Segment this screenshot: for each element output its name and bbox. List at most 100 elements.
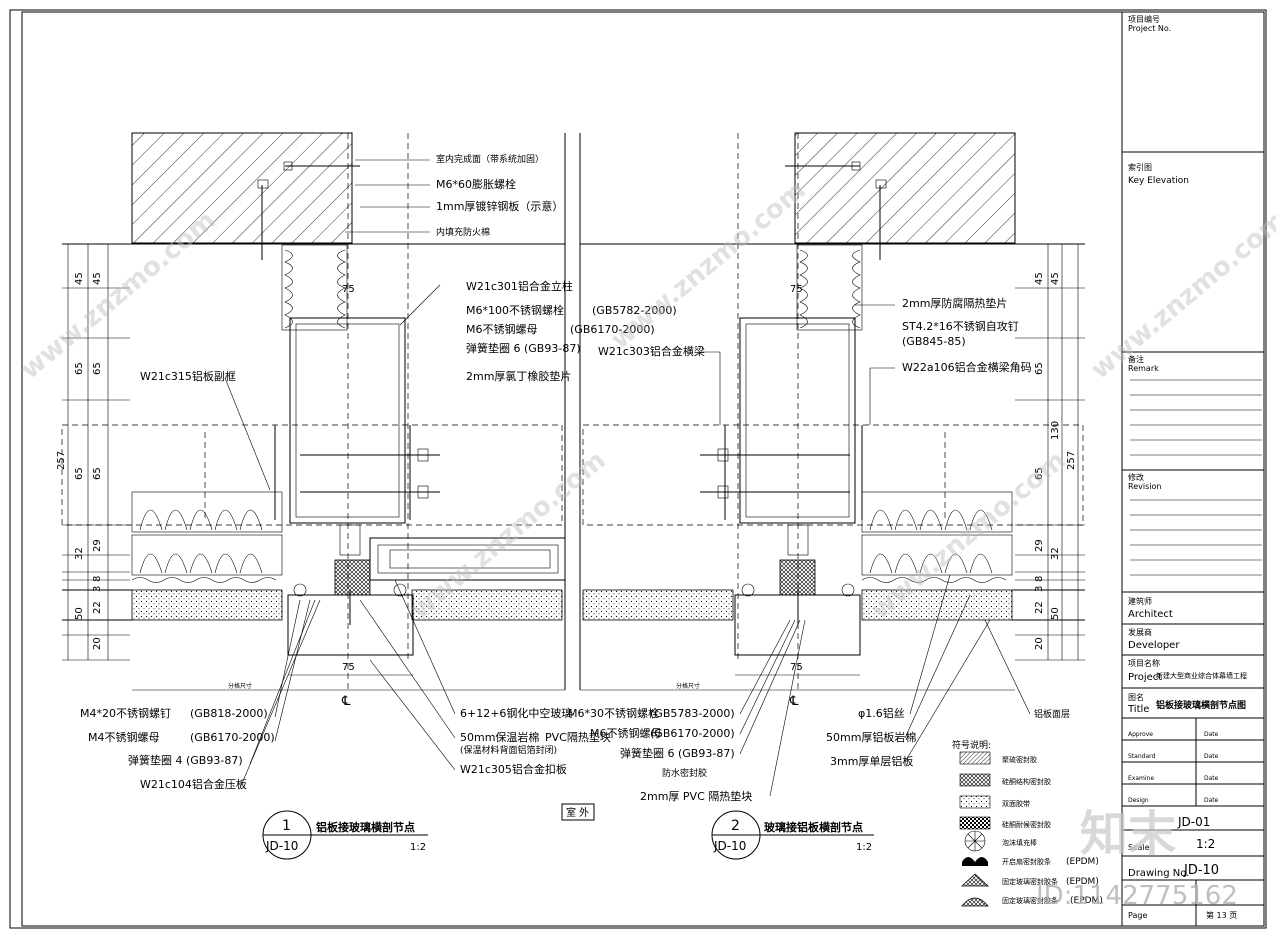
detail1-title: 铝板接玻璃横剖节点 — [316, 820, 415, 834]
labels-top-left: 室内完成面（带系统加固） M6*60膨胀螺栓 1mm厚镀锌钢板（示意） 内填充防… — [140, 153, 581, 491]
labels-bottom-right: M6*30不锈钢螺栓 (GB5783-2000) M6不锈钢螺母 (GB6170… — [568, 574, 1070, 803]
detail-2-drawing — [579, 132, 1085, 690]
dim-right-257: 257 — [1066, 451, 1077, 470]
detail-1-drawing — [61, 132, 566, 690]
title-block: 项目编号 Project No. 索引图 Key Elevation 备注 Re… — [1122, 14, 1264, 926]
legend-item-2: 硅酮结构密封胶 — [1002, 777, 1051, 786]
tb-page-label: Page — [1128, 911, 1147, 920]
modulus-left: 分格尺寸 — [228, 682, 252, 690]
tb-developer-cn: 发展商 — [1128, 627, 1152, 637]
detail2-title: 玻璃接铝板横剖节点 — [764, 820, 863, 834]
tb-date-1: Date — [1204, 731, 1219, 738]
dim-right-45b: 45 — [1050, 272, 1061, 285]
label-wire: φ1.6铝丝 — [858, 706, 905, 720]
label-m6-nut-right: M6不锈钢螺母 — [590, 727, 662, 740]
tb-date-4: Date — [1204, 797, 1219, 804]
label-50mm-wool: 50mm保温岩棉 — [460, 730, 539, 744]
tb-revision-cn: 修改 — [1128, 472, 1144, 482]
tb-drawing-label: JD-01 — [1177, 815, 1210, 829]
legend-heading: 符号说明: — [952, 739, 991, 751]
label-glass-unit: 6+12+6钢化中空玻璃 — [460, 706, 572, 720]
label-m6x100: M6*100不锈钢螺栓 — [466, 303, 564, 317]
gasket2-icon — [960, 873, 990, 887]
label-spring-washer-6b: 弹簧垫圈 6 (GB93-87) — [620, 746, 735, 760]
tb-project-no: Project No. — [1128, 24, 1171, 33]
concrete-wall-left — [131, 132, 353, 244]
id-watermark: ID:1142775162 — [1036, 881, 1238, 911]
label-fire-wool: 内填充防火棉 — [436, 226, 490, 238]
dim-left-257: 257 — [56, 451, 67, 470]
label-m6x60-bolt: M6*60膨胀螺栓 — [436, 177, 516, 191]
label-gb818: (GB818-2000) — [190, 707, 268, 720]
label-sealant: 防水密封胶 — [662, 767, 707, 779]
tb-design: Design — [1128, 797, 1149, 804]
tb-title-cn: 图名 — [1128, 692, 1144, 702]
hatch-dense-icon — [959, 751, 991, 765]
label-w22a106: W22a106铝合金横梁角码 — [902, 360, 1032, 374]
insulation-rolls-left — [131, 491, 283, 583]
tb-drawing-no-label: Drawing No. — [1128, 868, 1189, 879]
legend-item-5: 泡沫填充棒 — [1002, 838, 1037, 847]
dim-left-29: 29 — [92, 539, 103, 552]
detail1-ref: JD-10 — [265, 839, 298, 853]
tb-date-2: Date — [1204, 753, 1219, 760]
label-3mm-aluminum: 3mm厚单层铝板 — [830, 754, 913, 768]
tb-scale-value: 1:2 — [1196, 837, 1215, 851]
dim-left-45a: 45 — [74, 272, 85, 285]
tb-key-elev: Key Elevation — [1128, 176, 1189, 186]
tb-approve: Approve — [1128, 731, 1153, 738]
modulus-right: 分格尺寸 — [676, 682, 700, 690]
dim-left-20: 20 — [92, 637, 103, 650]
dim-left-65d: 65 — [92, 467, 103, 480]
watermark-1: www.znzmo.com — [15, 205, 221, 385]
label-w21c305: W21c305铝合金扣板 — [460, 762, 567, 776]
dim-right-45a: 45 — [1034, 272, 1045, 285]
legend-item-6-extra: (EPDM) — [1066, 857, 1099, 867]
panel-layer-left — [131, 589, 283, 621]
label-pvc-block: PVC隔热垫块 — [545, 730, 611, 744]
tb-project: Project — [1128, 672, 1162, 683]
watermark-5: www.znzmo.com — [1085, 205, 1276, 385]
legend-item-4: 硅酮耐候密封胶 — [1002, 820, 1051, 829]
tb-examine: Examine — [1128, 775, 1154, 782]
tb-page-value: 第 13 页 — [1206, 910, 1237, 920]
label-m4-nut: M4不锈钢螺母 — [88, 731, 160, 744]
tb-architect-cn: 建筑师 — [1128, 596, 1152, 606]
tb-date-3: Date — [1204, 775, 1219, 782]
dim-left-65a: 65 — [74, 362, 85, 375]
checker-icon — [959, 816, 991, 830]
dim-mid-75a: 75 — [342, 284, 355, 295]
label-2mm-pvc: 2mm厚 PVC 隔热垫块 — [640, 789, 752, 803]
tb-project-cn: 项目名称 — [1128, 658, 1160, 668]
brand-watermark: 知末 — [1080, 806, 1176, 862]
dim-left-45b: 45 — [92, 272, 103, 285]
dim-right-3: 3 — [1034, 586, 1045, 592]
tb-drawing-no: JD-10 — [1183, 863, 1219, 878]
glass-unit — [369, 537, 566, 581]
mullion-right — [739, 317, 856, 524]
panel-layer-right — [861, 589, 1013, 621]
dimensions-left: 45 45 65 65 65 65 29 32 8 3 22 50 20 257 — [56, 244, 130, 661]
legend-item-6: 开启扇密封胶条 — [1002, 857, 1051, 866]
dim-left-65c: 65 — [74, 467, 85, 480]
dim-right-65b: 65 — [1034, 467, 1045, 480]
label-st42x16: ST4.2*16不锈钢自攻钉 — [902, 319, 1019, 333]
detail2-num: 2 — [731, 818, 740, 834]
tb-standard: Standard — [1128, 753, 1155, 760]
dim-left-3: 3 — [92, 586, 103, 592]
label-gb6170-c: (GB6170-2000) — [650, 727, 735, 740]
sheet-border — [9, 9, 1267, 929]
label-spring-washer-left: 弹簧垫圈 6 (GB93-87) — [466, 341, 581, 355]
dim-right-8: 8 — [1034, 576, 1045, 582]
gasket3-icon — [961, 897, 989, 907]
tb-project-no-cn: 项目编号 — [1128, 14, 1160, 24]
label-m6x30: M6*30不锈钢螺栓 — [568, 706, 659, 720]
legend: 符号说明: 聚硫密封胶 硅酮结构密封胶 双面胶带 硅酮耐候密封胶 泡沫填充棒 开… — [952, 739, 1103, 907]
watermark-3: www.znzmo.com — [605, 175, 811, 355]
dim-left-65b: 65 — [92, 362, 103, 375]
tb-key-elev-cn: 索引图 — [1128, 162, 1152, 172]
dim-right-50: 50 — [1050, 607, 1061, 620]
legend-item-8: 固定玻璃密封胶条 — [1002, 896, 1058, 905]
dim-mid-75c: 75 — [790, 284, 803, 295]
